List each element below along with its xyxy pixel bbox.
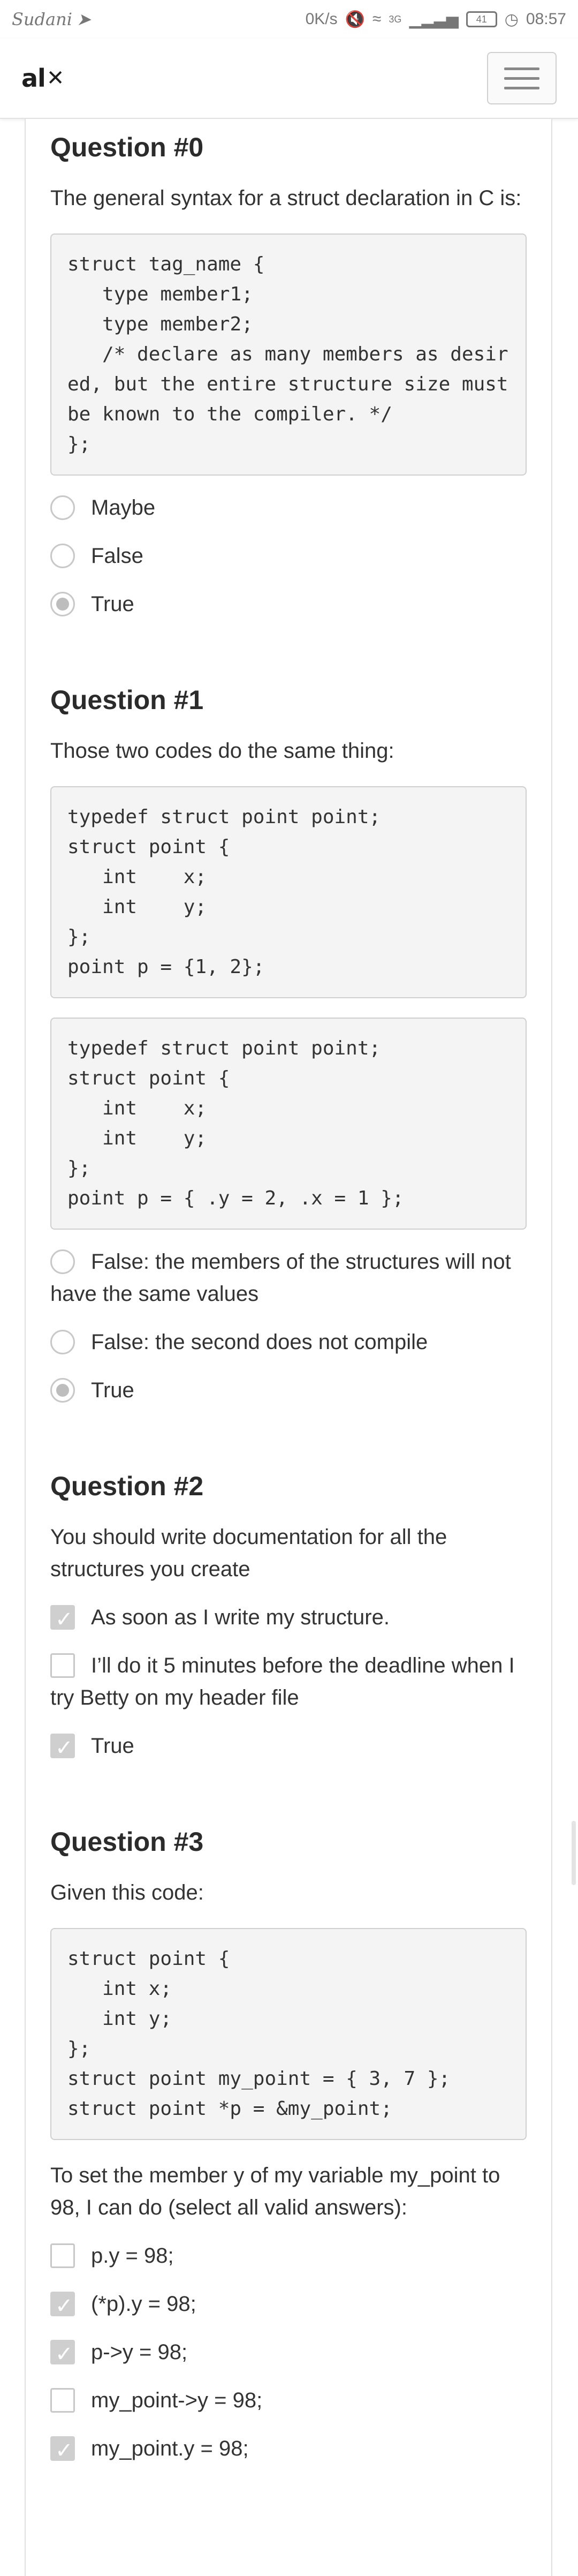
status-bar: Sudani ➤ 0K/s 🔇 ≈ 3G ▁▂▃▅ 41 ◷ 08:57 <box>0 0 578 39</box>
radio-button[interactable] <box>50 1249 75 1274</box>
alx-logo[interactable]: al✕ <box>21 64 64 93</box>
question-text: Those two codes do the same thing: <box>50 739 394 763</box>
hamburger-icon <box>504 67 539 70</box>
answer-label: As soon as I write my structure. <box>91 1606 390 1629</box>
question-text: The general syntax for a struct declarat… <box>50 186 522 210</box>
answer-option[interactable]: p->y = 98; <box>50 2336 527 2370</box>
checkbox[interactable] <box>50 2290 75 2322</box>
top-navbar: al✕ <box>0 39 578 119</box>
checkbox[interactable] <box>50 1653 75 1678</box>
answer-option[interactable]: my_point->y = 98; <box>50 2384 527 2416</box>
quiz-content: Question #0 The general syntax for a stru… <box>25 119 552 2576</box>
answer-option[interactable]: (*p).y = 98; <box>50 2288 527 2322</box>
mute-icon: 🔇 <box>345 10 365 28</box>
question-text: Given this code: <box>50 1881 204 1904</box>
checkbox[interactable] <box>50 2338 75 2370</box>
status-left: Sudani ➤ <box>12 9 91 29</box>
radio-button[interactable] <box>50 1330 75 1354</box>
code-block: struct tag_name { type member1; type mem… <box>50 234 527 476</box>
answer-option[interactable]: True <box>50 1374 527 1406</box>
signal-icon: ▁▂▃▅ <box>409 10 459 28</box>
answer-option[interactable]: False: the second does not compile <box>50 1326 527 1358</box>
answer-label: False: the second does not compile <box>91 1330 428 1354</box>
answer-option[interactable]: my_point.y = 98; <box>50 2432 527 2467</box>
answer-label: True <box>91 592 134 616</box>
answer-option[interactable]: I’ll do it 5 minutes before the deadline… <box>50 1649 527 1714</box>
answer-label: my_point.y = 98; <box>91 2437 249 2460</box>
status-time: 08:57 <box>526 10 566 28</box>
answer-option[interactable]: p.y = 98; <box>50 2240 527 2272</box>
hamburger-icon-line <box>504 86 539 89</box>
network-speed: 0K/s <box>305 10 338 28</box>
answer-options: As soon as I write my structure. I’ll do … <box>50 1601 527 1764</box>
network-type: 3G <box>389 13 402 25</box>
answer-label: I’ll do it 5 minutes before the deadline… <box>50 1654 515 1709</box>
checkbox[interactable] <box>50 2435 75 2467</box>
answer-label: my_point->y = 98; <box>91 2389 263 2412</box>
answer-option[interactable]: Maybe <box>50 492 527 524</box>
question-title: Question #1 <box>50 685 204 715</box>
battery-icon: 41 <box>466 11 497 27</box>
answer-label: False <box>91 544 143 568</box>
answer-label: p.y = 98; <box>91 2244 174 2268</box>
answer-option[interactable]: False <box>50 540 527 572</box>
question-0: Question #0 The general syntax for a stru… <box>50 132 527 620</box>
checkbox[interactable] <box>50 2388 75 2413</box>
logo-text: al <box>21 64 46 93</box>
radio-button[interactable] <box>50 495 75 520</box>
answer-label: False: the members of the structures wil… <box>50 1250 511 1306</box>
send-icon: ➤ <box>76 9 91 29</box>
clock-icon: ◷ <box>504 10 519 28</box>
question-prompt: To set the member y of my variable my_po… <box>50 2164 500 2219</box>
answer-option[interactable]: As soon as I write my structure. <box>50 1601 527 1636</box>
question-2: Question #2 You should write documentatio… <box>50 1471 527 1764</box>
answer-option[interactable]: False: the members of the structures wil… <box>50 1246 527 1310</box>
status-right: 0K/s 🔇 ≈ 3G ▁▂▃▅ 41 ◷ 08:57 <box>306 10 566 29</box>
hamburger-icon-line <box>504 77 539 80</box>
question-title: Question #2 <box>50 1471 204 1501</box>
logo-mark: ✕ <box>46 66 65 91</box>
question-title: Question #3 <box>50 1827 204 1857</box>
answer-label: Maybe <box>91 496 156 519</box>
code-block: typedef struct point point; struct point… <box>50 1018 527 1230</box>
scrollbar[interactable] <box>572 1821 576 1885</box>
question-title: Question #0 <box>50 132 204 162</box>
radio-button[interactable] <box>50 544 75 568</box>
radio-button[interactable] <box>50 1378 75 1403</box>
battery-level: 41 <box>476 13 487 25</box>
question-3: Question #3 Given this code: struct point … <box>50 1826 527 2467</box>
question-text: You should write documentation for all t… <box>50 1525 447 1581</box>
question-1: Question #1 Those two codes do the same t… <box>50 684 527 1406</box>
menu-toggle-button[interactable] <box>487 52 557 104</box>
answer-option[interactable]: True <box>50 1730 527 1764</box>
answer-label: True <box>91 1734 134 1758</box>
answer-label: p->y = 98; <box>91 2340 188 2364</box>
answer-label: True <box>91 1379 134 1402</box>
code-block: typedef struct point point; struct point… <box>50 786 527 998</box>
answer-options: False: the members of the structures wil… <box>50 1246 527 1406</box>
code-block: struct point { int x; int y; }; struct p… <box>50 1928 527 2140</box>
answer-option[interactable]: True <box>50 588 527 620</box>
answer-label: (*p).y = 98; <box>91 2292 196 2316</box>
carrier-name: Sudani <box>12 9 72 29</box>
checkbox[interactable] <box>50 1732 75 1764</box>
radio-button[interactable] <box>50 592 75 616</box>
wifi-icon: ≈ <box>372 10 382 28</box>
checkbox[interactable] <box>50 1603 75 1636</box>
answer-options: p.y = 98; (*p).y = 98; p->y = 98; my_point-… <box>50 2240 527 2467</box>
checkbox[interactable] <box>50 2243 75 2268</box>
